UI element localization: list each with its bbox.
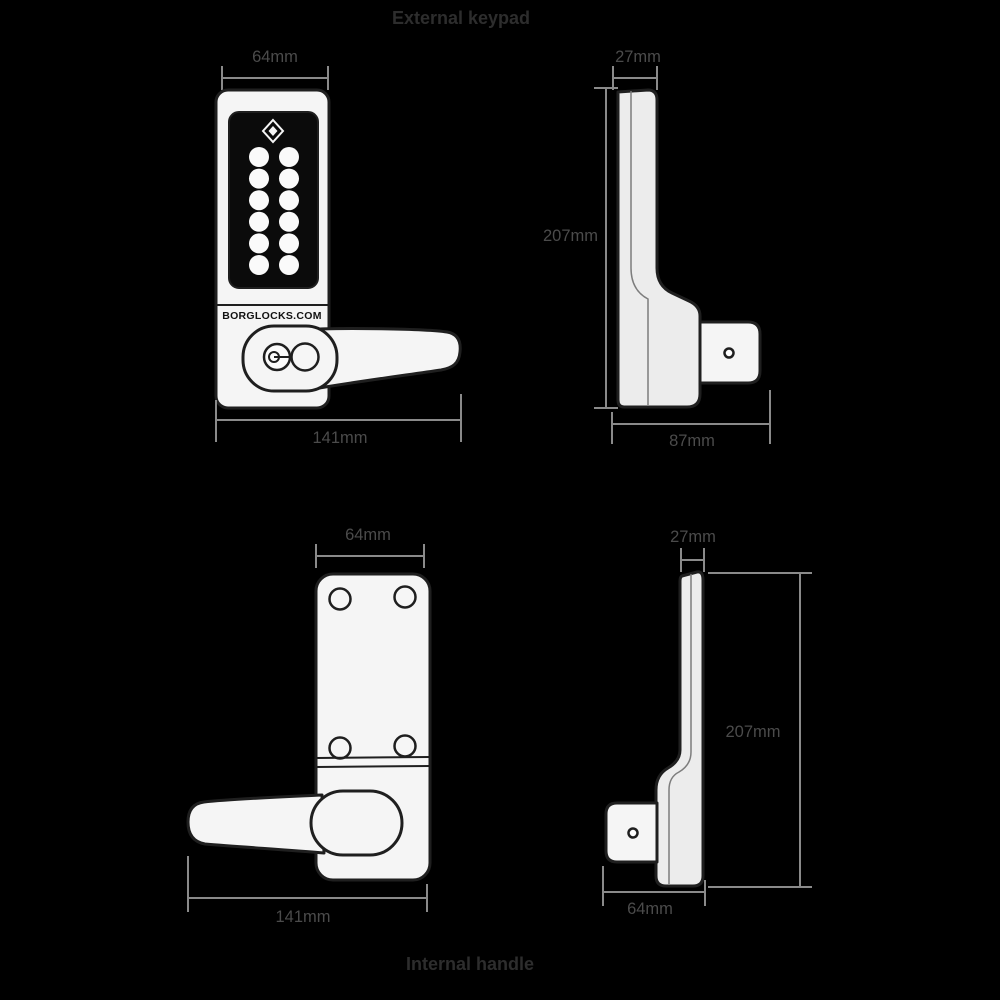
keypad-button	[279, 168, 299, 189]
spindle-circle	[290, 342, 320, 372]
handle-boss	[309, 789, 404, 857]
dim-label-141mm: 141mm	[275, 908, 330, 926]
screw-hole	[328, 736, 352, 760]
plate-divider-line	[315, 765, 431, 768]
profile-face-line	[630, 91, 649, 405]
keypad-button	[249, 255, 269, 275]
external-keypad-front-view: 64mm BORGLOCKS.COM 141m	[214, 48, 462, 447]
dimension-width-top: 64mm	[315, 526, 425, 568]
borg-diamond-logo-icon	[261, 118, 285, 144]
keypad-button	[249, 233, 269, 254]
diagram-title-bottom: Internal handle	[406, 954, 534, 974]
keypad-button	[279, 255, 299, 275]
dimension-width-overall: 141mm	[215, 394, 462, 447]
keypad-buttons	[249, 147, 299, 275]
lever-handle	[186, 793, 326, 855]
screw-hole	[393, 734, 417, 758]
keypad-button	[249, 168, 269, 189]
dim-label-64mm: 64mm	[627, 900, 673, 918]
internal-handle-front-view: 64mm 141mm	[186, 526, 432, 926]
dimension-width-overall: 141mm	[187, 856, 428, 926]
plate-divider-line	[315, 756, 431, 759]
dim-label-207mm: 207mm	[725, 723, 780, 741]
brand-label: BORGLOCKS.COM	[222, 310, 322, 322]
diagram-title-top: External keypad	[392, 8, 530, 28]
external-keypad-side-view: 27mm 207mm 87mm	[543, 48, 771, 450]
profile-face-line	[668, 574, 692, 884]
dim-label-64mm: 64mm	[252, 48, 298, 66]
dim-label-141mm: 141mm	[312, 429, 367, 447]
spindle-hole	[627, 827, 639, 839]
keypad-button	[279, 190, 299, 211]
dimension-height: 207mm	[543, 87, 618, 409]
dimension-depth-top: 27mm	[670, 528, 716, 572]
handle-side-profile	[654, 570, 705, 888]
dim-label-64mm: 64mm	[345, 526, 391, 544]
keypad-button	[279, 233, 299, 254]
keypad-button	[279, 147, 299, 167]
dim-label-27mm: 27mm	[670, 528, 716, 546]
internal-handle-side-view: 27mm 207mm 64mm	[602, 528, 812, 918]
spindle-hole	[723, 347, 735, 359]
dimension-height: 207mm	[708, 572, 812, 888]
dimension-depth-overall: 87mm	[611, 390, 771, 450]
key-cylinder-icon	[262, 342, 292, 372]
dimension-depth-top: 27mm	[612, 48, 661, 90]
keypad-button	[249, 190, 269, 211]
keypad-button	[249, 147, 269, 167]
dimension-depth-overall: 64mm	[602, 866, 706, 918]
dimension-width-top: 64mm	[221, 48, 329, 90]
keypad-button	[279, 211, 299, 232]
dim-label-87mm: 87mm	[669, 432, 715, 450]
dim-label-207mm: 207mm	[543, 227, 598, 245]
lever-handle	[298, 327, 462, 392]
keypad-side-profile	[616, 88, 702, 409]
dim-label-27mm: 27mm	[615, 48, 661, 66]
keypad-button	[249, 211, 269, 232]
screw-hole	[328, 587, 352, 611]
screw-hole	[393, 585, 417, 609]
